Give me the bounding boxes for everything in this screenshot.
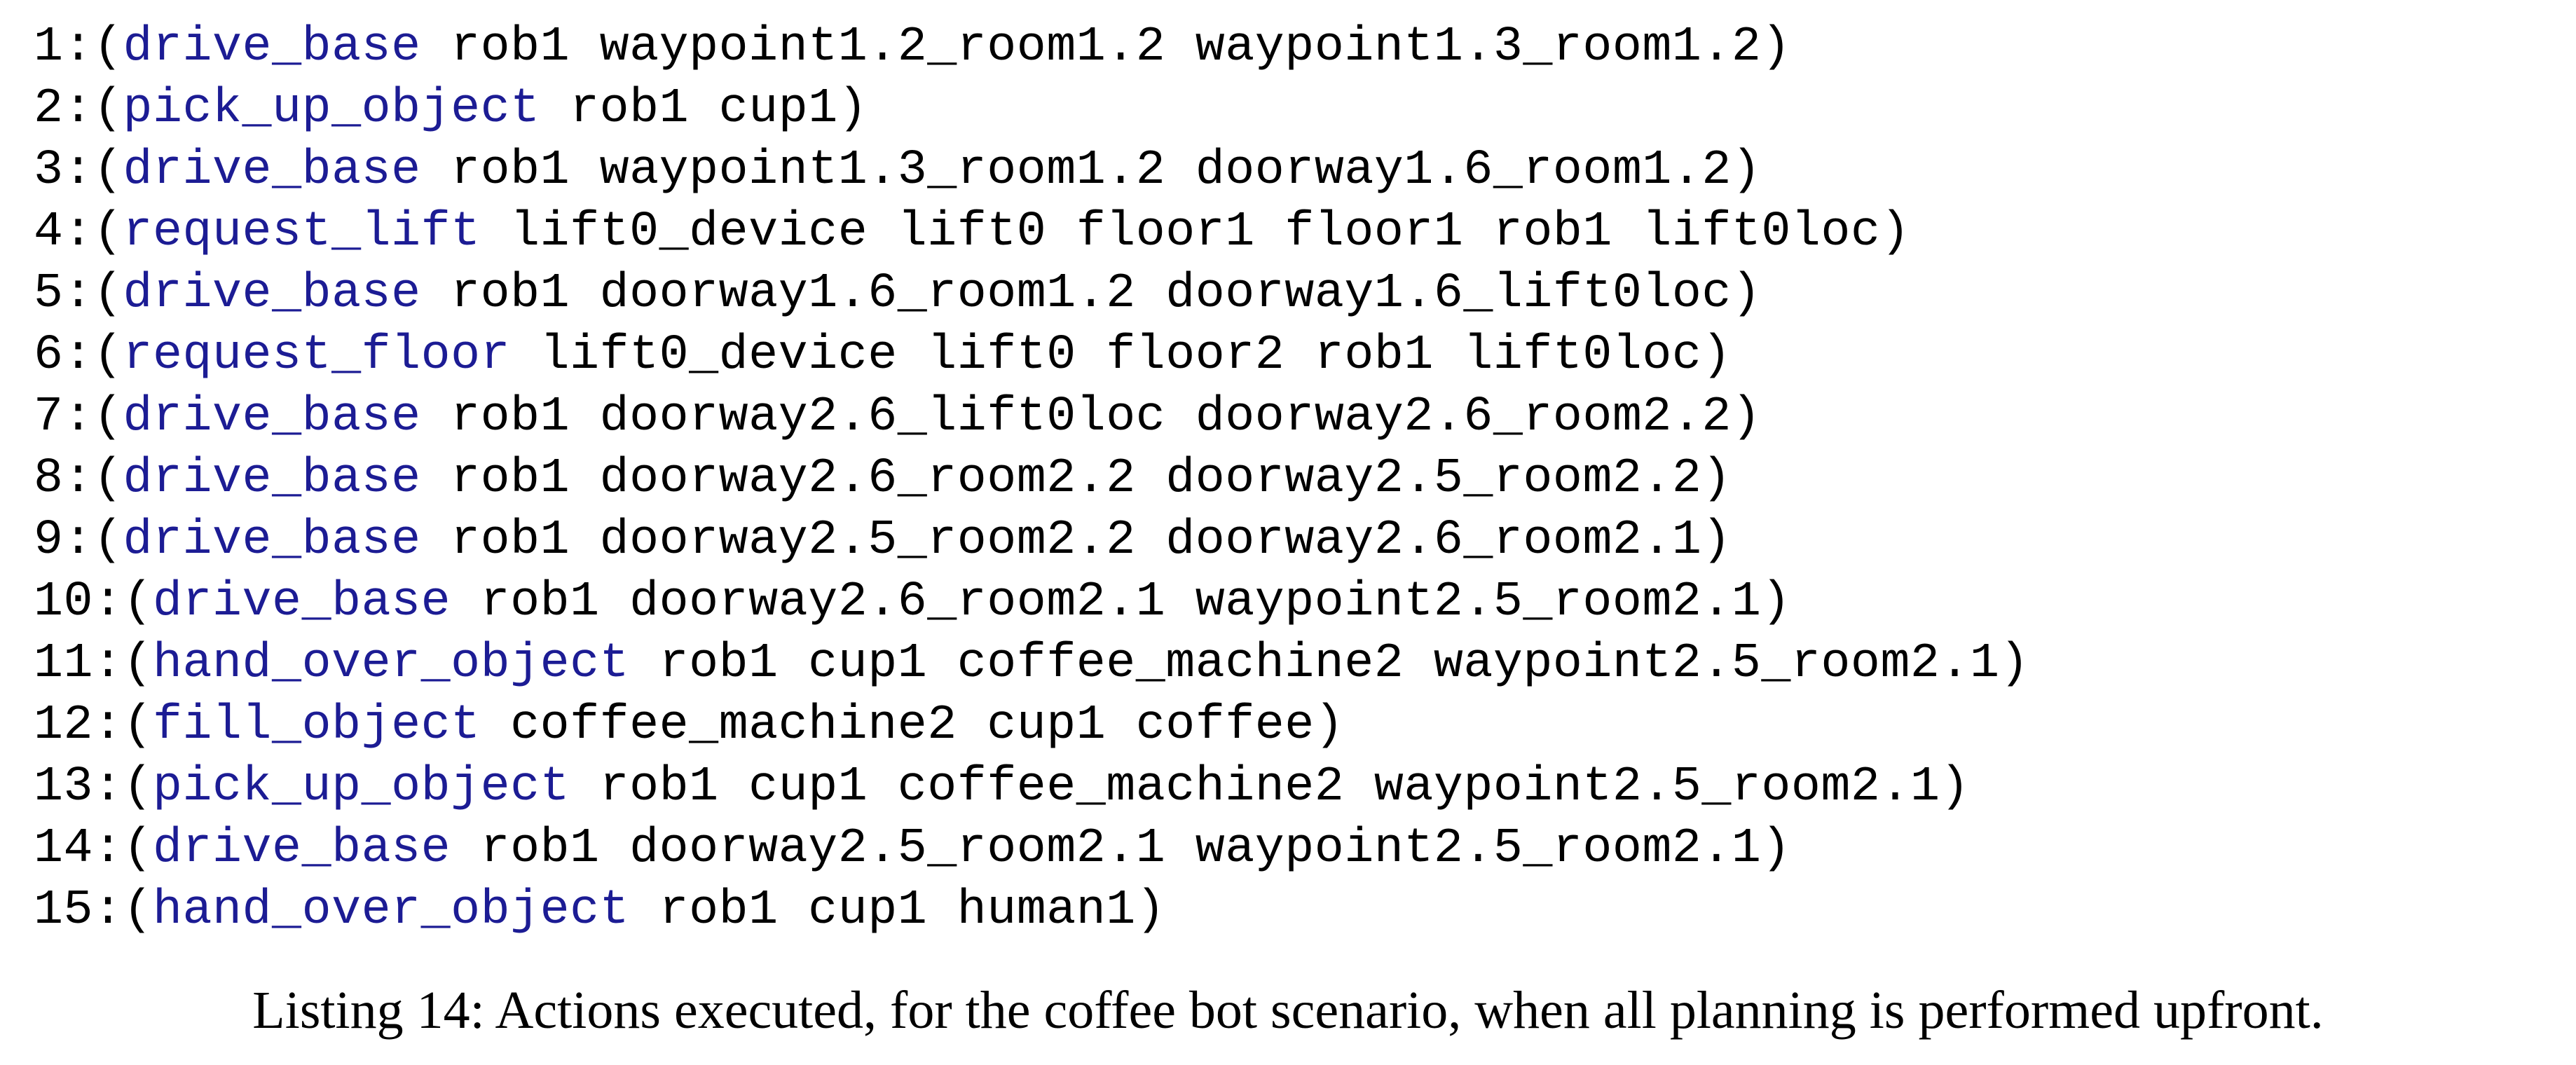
action-arguments: lift0_device lift0 floor1 floor1 rob1 li… [480, 205, 1910, 260]
action-arguments: rob1 cup1 human1) [629, 883, 1166, 938]
line-number-open-paren: 7:( [34, 390, 123, 445]
code-line: 11:(hand_over_object rob1 cup1 coffee_ma… [34, 633, 2576, 695]
action-name: hand_over_object [153, 883, 630, 938]
action-arguments: rob1 doorway2.5_room2.2 doorway2.6_room2… [420, 513, 1732, 568]
action-name: drive_base [123, 451, 421, 507]
line-number-open-paren: 8:( [34, 451, 123, 507]
code-line: 3:(drive_base rob1 waypoint1.3_room1.2 d… [34, 140, 2576, 202]
line-number-open-paren: 3:( [34, 143, 123, 198]
code-line: 10:(drive_base rob1 doorway2.6_room2.1 w… [34, 572, 2576, 633]
code-line: 7:(drive_base rob1 doorway2.6_lift0loc d… [34, 387, 2576, 448]
action-name: hand_over_object [153, 636, 630, 692]
action-arguments: rob1 doorway2.6_room2.2 doorway2.5_room2… [420, 451, 1732, 507]
code-line: 15:(hand_over_object rob1 cup1 human1) [34, 880, 2576, 942]
action-listing: 1:(drive_base rob1 waypoint1.2_room1.2 w… [34, 17, 2576, 942]
action-name: pick_up_object [123, 81, 540, 137]
code-line: 4:(request_lift lift0_device lift0 floor… [34, 202, 2576, 263]
action-name: pick_up_object [153, 760, 570, 815]
action-arguments: rob1 waypoint1.3_room1.2 doorway1.6_room… [420, 143, 1762, 198]
code-line: 12:(fill_object coffee_machine2 cup1 cof… [34, 695, 2576, 757]
action-arguments: rob1 cup1) [540, 81, 868, 137]
action-arguments: coffee_machine2 cup1 coffee) [480, 698, 1345, 753]
code-line: 6:(request_floor lift0_device lift0 floo… [34, 325, 2576, 387]
action-name: drive_base [153, 575, 451, 630]
code-line: 2:(pick_up_object rob1 cup1) [34, 78, 2576, 140]
action-arguments: lift0_device lift0 floor2 rob1 lift0loc) [510, 328, 1732, 383]
action-arguments: rob1 doorway1.6_room1.2 doorway1.6_lift0… [420, 266, 1762, 322]
action-name: drive_base [123, 266, 421, 322]
action-arguments: rob1 doorway2.6_lift0loc doorway2.6_room… [420, 390, 1762, 445]
action-arguments: rob1 cup1 coffee_machine2 waypoint2.5_ro… [570, 760, 1970, 815]
line-number-open-paren: 11:( [34, 636, 153, 692]
action-arguments: rob1 doorway2.5_room2.1 waypoint2.5_room… [451, 821, 1791, 877]
line-number-open-paren: 12:( [34, 698, 153, 753]
action-name: drive_base [123, 143, 421, 198]
line-number-open-paren: 13:( [34, 760, 153, 815]
code-line: 14:(drive_base rob1 doorway2.5_room2.1 w… [34, 818, 2576, 880]
line-number-open-paren: 2:( [34, 81, 123, 137]
listing-caption: Listing 14: Actions executed, for the co… [252, 981, 2324, 1040]
line-number-open-paren: 6:( [34, 328, 123, 383]
line-number-open-paren: 14:( [34, 821, 153, 877]
action-name: drive_base [153, 821, 451, 877]
line-number-open-paren: 9:( [34, 513, 123, 568]
line-number-open-paren: 5:( [34, 266, 123, 322]
code-line: 1:(drive_base rob1 waypoint1.2_room1.2 w… [34, 17, 2576, 78]
action-name: drive_base [123, 390, 421, 445]
line-number-open-paren: 10:( [34, 575, 153, 630]
code-line: 13:(pick_up_object rob1 cup1 coffee_mach… [34, 757, 2576, 818]
code-line: 5:(drive_base rob1 doorway1.6_room1.2 do… [34, 263, 2576, 325]
line-number-open-paren: 4:( [34, 205, 123, 260]
action-name: fill_object [153, 698, 481, 753]
action-name: request_lift [123, 205, 481, 260]
action-name: drive_base [123, 20, 421, 75]
code-line: 8:(drive_base rob1 doorway2.6_room2.2 do… [34, 448, 2576, 510]
action-arguments: rob1 cup1 coffee_machine2 waypoint2.5_ro… [629, 636, 2029, 692]
action-arguments: rob1 waypoint1.2_room1.2 waypoint1.3_roo… [420, 20, 1791, 75]
action-name: drive_base [123, 513, 421, 568]
line-number-open-paren: 1:( [34, 20, 123, 75]
line-number-open-paren: 15:( [34, 883, 153, 938]
action-name: request_floor [123, 328, 511, 383]
action-arguments: rob1 doorway2.6_room2.1 waypoint2.5_room… [451, 575, 1791, 630]
code-line: 9:(drive_base rob1 doorway2.5_room2.2 do… [34, 510, 2576, 572]
